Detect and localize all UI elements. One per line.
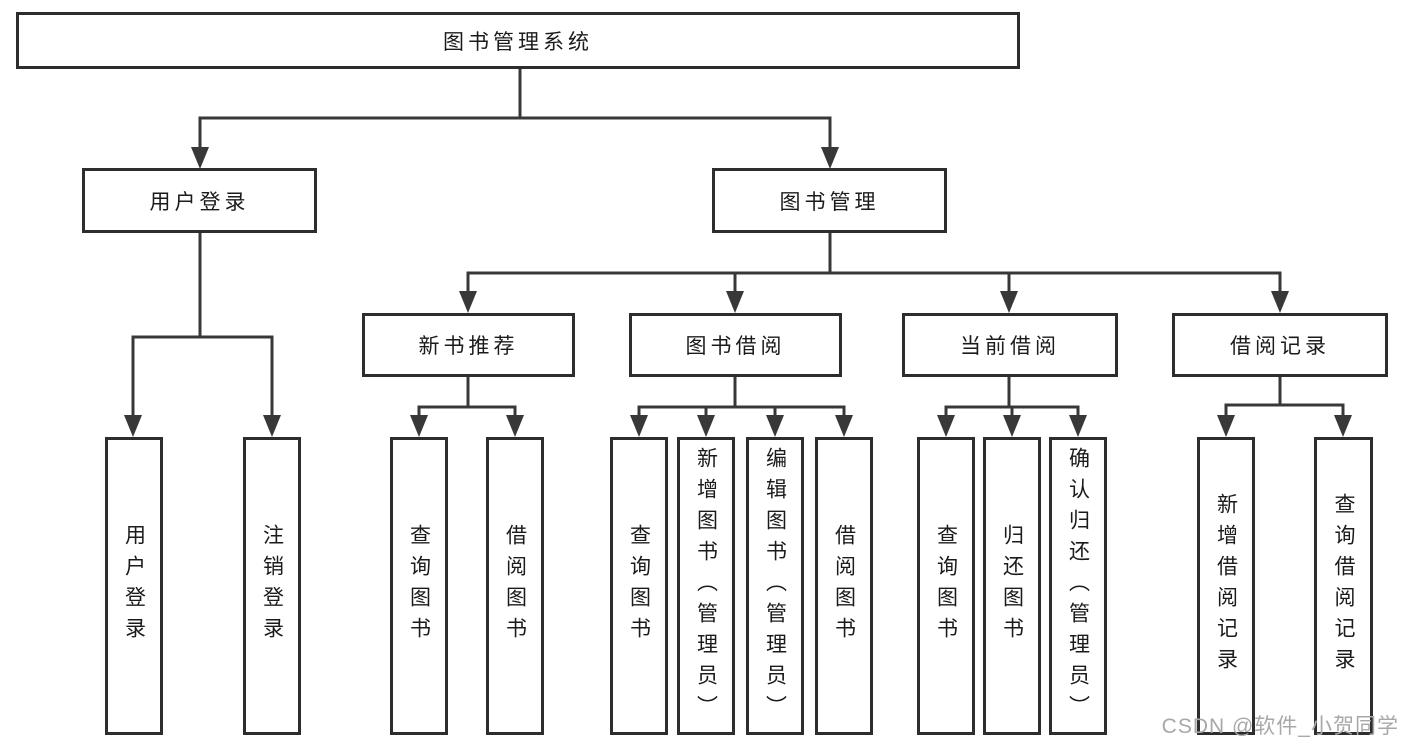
node-book-borrowing: 图书借阅 [629, 313, 842, 377]
leaf-edit-book-admin: 编辑图书（管理员） [746, 437, 804, 735]
leaf-logout: 注销登录 [243, 437, 301, 735]
node-user-login-branch: 用户登录 [82, 168, 317, 233]
down-arrow-icons [124, 147, 1352, 437]
csdn-watermark: CSDN @软件_小贺同学 [1161, 715, 1399, 738]
leaf-borrow-books: 借阅图书 [815, 437, 873, 735]
leaf-return-books: 归还图书 [983, 437, 1041, 735]
tree-edges [131, 67, 1345, 420]
leaf-add-borrow-record: 新增借阅记录 [1197, 437, 1255, 735]
leaf-query-books-current: 查询图书 [917, 437, 975, 735]
node-library-system: 图书管理系统 [16, 12, 1020, 69]
node-book-management: 图书管理 [712, 168, 947, 233]
leaf-query-books-borrowing: 查询图书 [610, 437, 668, 735]
leaf-confirm-return-admin: 确认归还（管理员） [1049, 437, 1107, 735]
node-new-book-recommend: 新书推荐 [362, 313, 575, 377]
node-current-borrowing: 当前借阅 [902, 313, 1118, 377]
leaf-borrow-books-recommend: 借阅图书 [486, 437, 544, 735]
leaf-add-book-admin: 新增图书（管理员） [677, 437, 735, 735]
leaf-query-borrow-record: 查询借阅记录 [1314, 437, 1373, 735]
leaf-user-login: 用户登录 [105, 437, 163, 735]
leaf-query-books-recommend: 查询图书 [390, 437, 448, 735]
node-borrowing-records: 借阅记录 [1172, 313, 1388, 377]
